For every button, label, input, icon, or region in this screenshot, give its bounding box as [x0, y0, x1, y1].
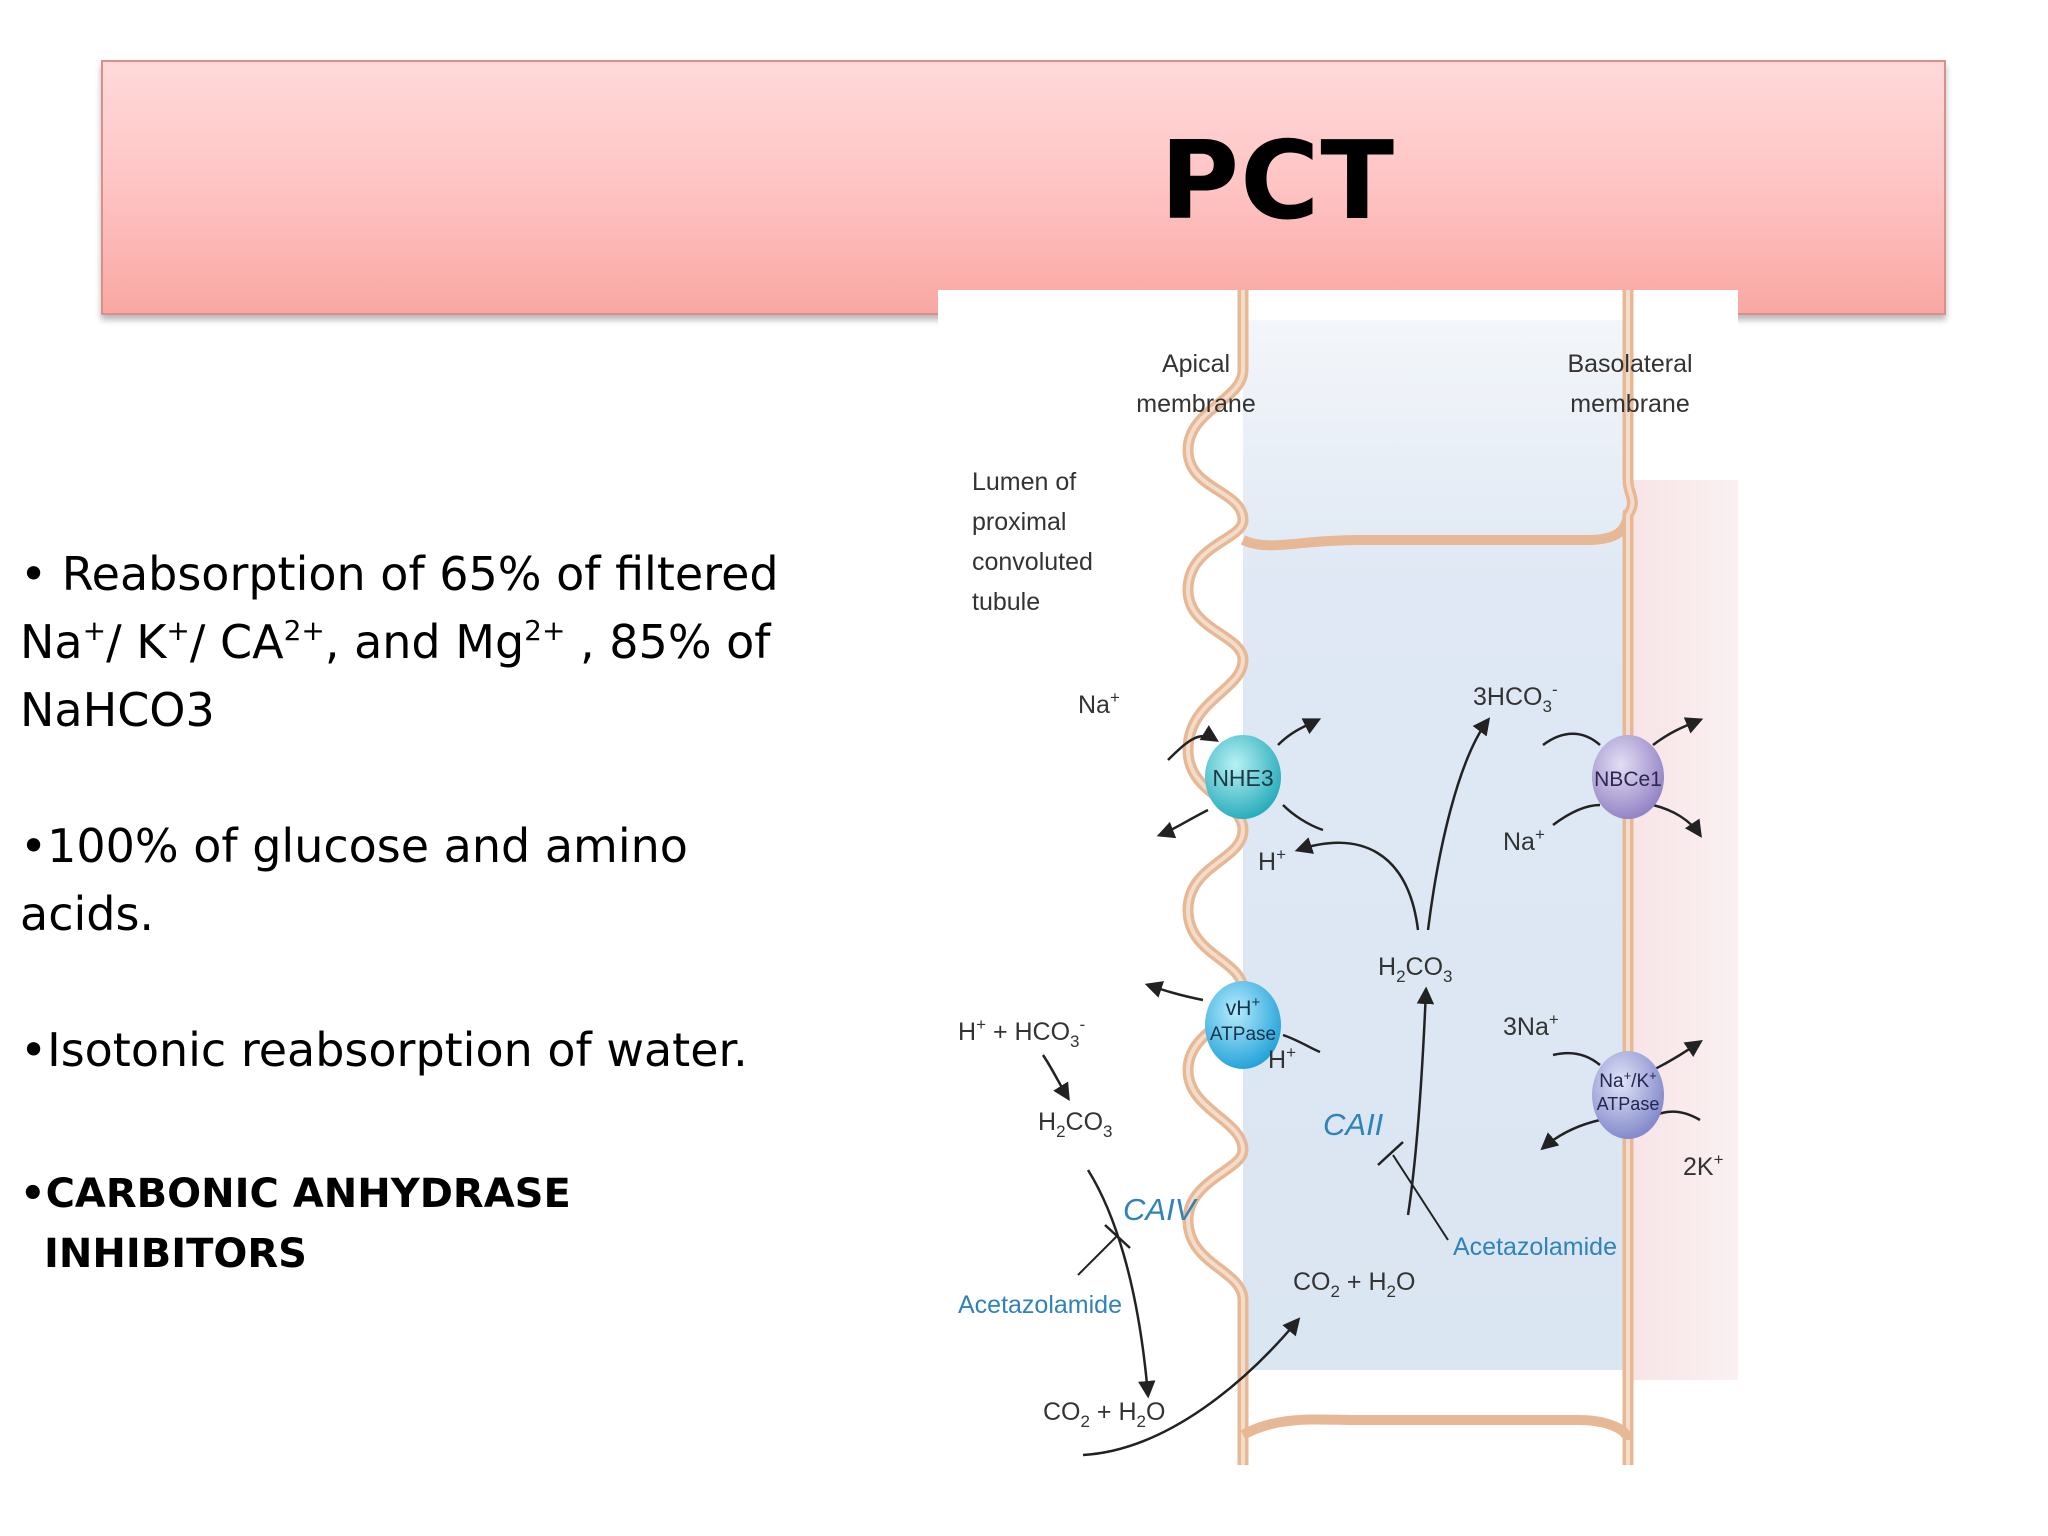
interstitium-area	[1624, 480, 1738, 1380]
co2-diffusion-arrow	[1082, 1317, 1301, 1457]
bullet-1-ca-charge: 2+	[283, 614, 325, 647]
bullet-1-mg-charge: 2+	[524, 614, 566, 647]
co2-h2o-lumen-label: CO2 + H2O	[1043, 1398, 1165, 1431]
figure-bottom-edge	[938, 1465, 1738, 1470]
caiv-label: CAIV	[1123, 1192, 1199, 1227]
basolateral-label-2: membrane	[1570, 390, 1690, 418]
basolateral-label: Basolateral	[1567, 350, 1692, 378]
caii-inhibition-bar	[1377, 1141, 1404, 1166]
nhe3-na-arrow-in	[1167, 725, 1219, 761]
nak-k-arrow-out	[1540, 1118, 1601, 1151]
cell-body	[1243, 320, 1628, 1370]
nak-atpase-label-2: ATPase	[1597, 1094, 1660, 1114]
caiv-inhibition-bar	[1104, 1224, 1131, 1249]
co2-to-h2co3-cell-arrow	[1406, 986, 1435, 1216]
vh-atpase-label-2: ATPase	[1210, 1024, 1276, 1045]
two-k-label: 2K+	[1683, 1150, 1724, 1181]
apical-label: Apical	[1162, 350, 1230, 378]
acetazolamide-cell-label: Acetazolamide	[1453, 1233, 1617, 1261]
bullet-4-line-1: •CARBONIC ANHYDRASE	[20, 1171, 571, 1217]
nhe3-h-arrow-in	[1282, 804, 1324, 832]
bullet-2-line-2: acids.	[20, 887, 155, 941]
basolateral-membrane-highlight	[1626, 290, 1635, 1470]
apical-label-2: membrane	[1136, 390, 1256, 418]
hco3-to-h2co3-arrow	[1041, 1054, 1070, 1101]
nbce1-transporter	[1592, 735, 1664, 819]
lumen-label-3: convoluted	[972, 548, 1093, 576]
nhe3-transporter	[1205, 735, 1281, 819]
vh-atpase-h-arrow-out	[1144, 981, 1204, 1002]
diagram-svg: Apical membrane Basolateral membrane Lum…	[938, 290, 1738, 1470]
lumen-label-1: Lumen of	[972, 468, 1076, 496]
h2co3-to-co2-lumen-arrow	[1086, 1169, 1156, 1399]
co2-h2o-cell-label: CO2 + H2O	[1293, 1268, 1415, 1301]
lumen-label-2: proximal	[972, 508, 1066, 536]
nbce1-label: NBCe1	[1594, 768, 1662, 791]
bullet-1-k: / K	[106, 615, 167, 669]
bullet-1-line-3: NaHCO3	[20, 683, 215, 737]
cell-bottom-junction	[1240, 1414, 1633, 1442]
three-na-label: 3Na+	[1503, 1010, 1559, 1041]
apical-membrane-highlight	[1185, 290, 1246, 1470]
slide-title: PCT	[1160, 119, 1396, 244]
bullet-1-mg: , and Mg	[324, 615, 525, 669]
bullet-1-line-1: • Reabsorption of 65% of filtered	[20, 547, 779, 601]
bullet-1-ca: / CA	[189, 615, 284, 669]
nbce1-arrow-in-top	[1542, 732, 1601, 747]
bullet-water: •Isotonic reabsorption of water.	[20, 1016, 900, 1084]
h-to-nhe3-arrow	[1294, 837, 1420, 931]
nbce1-arrow-out-top	[1652, 717, 1704, 747]
h-nhe3-label: H+	[1258, 845, 1286, 876]
nak-atpase-label-1: Na+/K+	[1599, 1068, 1656, 1092]
na-nbce1-label: Na+	[1503, 825, 1545, 856]
bullet-3-text: •Isotonic reabsorption of water.	[20, 1023, 748, 1077]
hco3-cell-label: 3HCO3-	[1473, 680, 1558, 716]
h2co3-cell-label: H2CO3	[1378, 953, 1453, 986]
lumen-label-4: tubule	[972, 588, 1040, 616]
bullet-2-line-1: •100% of glucose and amino	[20, 819, 688, 873]
caii-label: CAII	[1323, 1107, 1384, 1142]
nbce1-arrow-out-bottom	[1652, 803, 1702, 838]
nhe3-h-arrow-out	[1156, 808, 1209, 839]
vh-atpase-h-arrow-in	[1282, 1033, 1321, 1054]
nhe3-na-arrow-out	[1277, 718, 1322, 746]
bullet-glucose: •100% of glucose and amino acids.	[20, 812, 900, 948]
nak-atpase-pump	[1592, 1051, 1664, 1139]
h-vatpase-label: H+	[1268, 1043, 1296, 1074]
nak-na-arrow-out	[1652, 1040, 1703, 1072]
h-plus-hco3-label: H+ + HCO3-	[958, 1015, 1085, 1051]
na-lumen-label: Na+	[1078, 688, 1120, 719]
bullet-1-na-charge: +	[82, 614, 107, 647]
pct-cell-diagram: Apical membrane Basolateral membrane Lum…	[938, 290, 1738, 1470]
nak-na-arrow-in	[1552, 1051, 1601, 1066]
title-bar	[101, 60, 1946, 315]
h2co3-lumen-label: H2CO3	[1038, 1108, 1113, 1141]
nbce1-arrow-in-bottom	[1552, 803, 1601, 827]
vh-atpase-label-1: vH+	[1226, 994, 1261, 1020]
bullet-reabsorption: • Reabsorption of 65% of filtered Na+/ K…	[20, 540, 900, 744]
bullet-1-k-charge: +	[166, 614, 190, 647]
bullet-carbonic-anhydrase: •CARBONIC ANHYDRASE INHIBITORS	[20, 1164, 900, 1284]
bullet-1-na: Na	[20, 615, 83, 669]
bullet-1-tail: , 85% of	[565, 615, 771, 669]
acetazolamide-lumen-label: Acetazolamide	[958, 1291, 1122, 1319]
vh-atpase-pump	[1205, 981, 1281, 1069]
bullet-list: • Reabsorption of 65% of filtered Na+/ K…	[20, 540, 900, 1284]
caii-inhibition-line	[1392, 1154, 1449, 1241]
bullet-4-line-2: INHIBITORS	[44, 1231, 307, 1277]
caiv-inhibition-line	[1077, 1234, 1119, 1276]
nhe3-label: NHE3	[1212, 765, 1273, 791]
hco3-up-arrow	[1426, 717, 1491, 931]
